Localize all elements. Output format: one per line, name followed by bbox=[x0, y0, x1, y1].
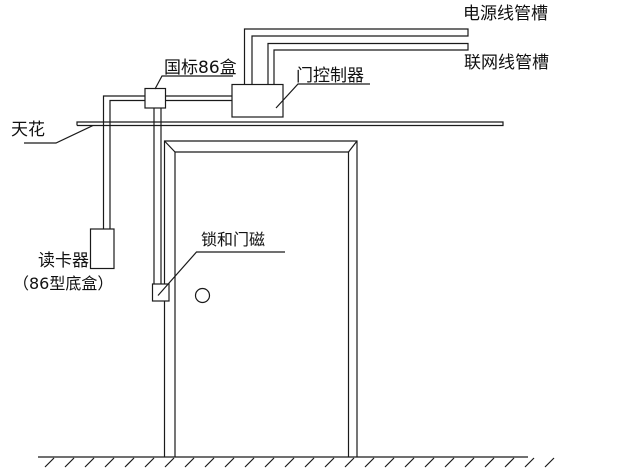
lock-magnet-label: 锁和门磁 bbox=[201, 230, 265, 249]
door-frame-outer bbox=[163, 140, 358, 457]
ceiling-line bbox=[76, 121, 504, 127]
box-to-controller-conduit bbox=[165, 95, 232, 102]
card-reader-box bbox=[89, 228, 115, 270]
lock-magnet-leader bbox=[157, 251, 285, 296]
door-frame-inner bbox=[174, 151, 350, 457]
network-conduit-label: 联网线管槽 bbox=[464, 53, 549, 73]
box-to-lock-conduit bbox=[153, 108, 162, 284]
door-controller-box bbox=[231, 83, 284, 118]
card-reader-note-label: （86型底盒） bbox=[13, 274, 113, 293]
ground-hatching bbox=[44, 457, 555, 468]
gb86-box-label: 国标86盒 bbox=[164, 58, 237, 78]
gb86-box-leader bbox=[154, 75, 233, 90]
ceiling-label: 天花 bbox=[11, 120, 45, 140]
reader-conduit-inner bbox=[109, 99, 145, 229]
card-reader-label: 读卡器 bbox=[38, 251, 89, 271]
power-conduit-label: 电源线管槽 bbox=[463, 4, 548, 24]
door-controller-label: 门控制器 bbox=[296, 66, 364, 86]
reader-conduit-outer bbox=[102, 95, 145, 229]
door-knob bbox=[194, 287, 211, 304]
network-conduit-lines bbox=[267, 42, 469, 85]
ceiling-leader bbox=[24, 124, 94, 144]
power-conduit-lines bbox=[243, 28, 469, 85]
door-controller-leader bbox=[275, 83, 370, 109]
gb86-junction-box bbox=[144, 87, 167, 109]
door-frame-miters bbox=[164, 140, 358, 153]
